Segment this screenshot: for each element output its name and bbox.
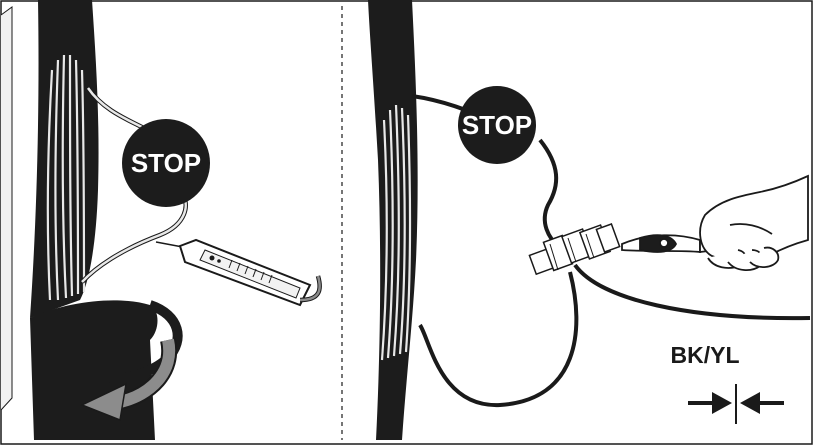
rotate-wrap-arrow-icon (80, 338, 178, 422)
crimp-arrows-icon (688, 384, 784, 424)
stop-sign-right: STOP (458, 86, 536, 164)
stop-label-left: STOP (131, 148, 201, 178)
splice-connector (528, 223, 621, 276)
hand (699, 174, 809, 271)
exposed-wires-right (380, 104, 412, 361)
right-panel: STOP BK/YL (368, 0, 811, 440)
stop-sign-left: STOP (122, 119, 210, 207)
stop-label-right: STOP (462, 110, 532, 140)
left-panel: STOP (30, 0, 322, 440)
circuit-tester-probe (178, 238, 322, 307)
wire-color-code-label: BK/YL (671, 342, 740, 368)
exposed-wires-left (46, 54, 86, 301)
